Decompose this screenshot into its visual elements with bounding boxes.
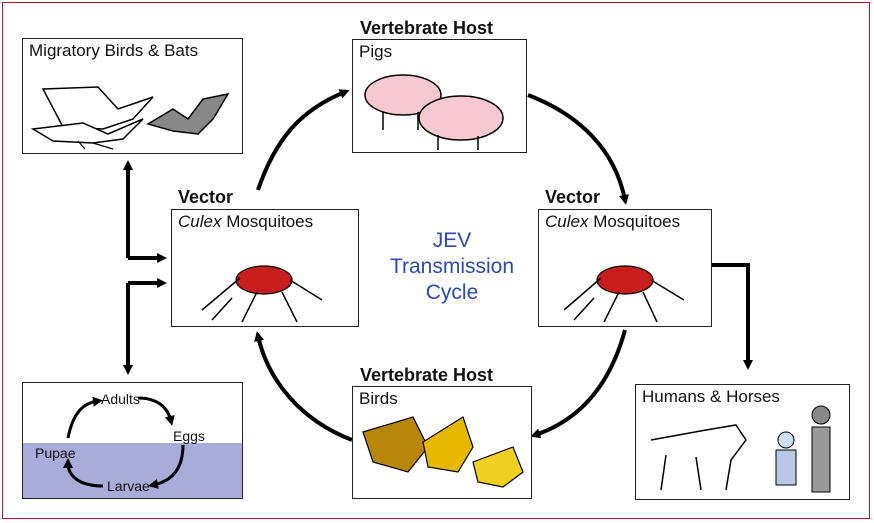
arrow-pigs-to-vector xyxy=(528,95,625,200)
vector-left-heading: Vector xyxy=(178,187,233,208)
vertebrate-host-top-heading: Vertebrate Host xyxy=(360,18,493,39)
humans-label: Humans & Horses xyxy=(642,387,780,407)
arrow-vector-to-birds xyxy=(535,330,625,435)
arrow-vector-to-pigs xyxy=(258,92,345,190)
birds-label: Birds xyxy=(359,389,398,409)
lc-adults: Adults xyxy=(101,391,140,407)
birds-box: Birds xyxy=(352,386,532,499)
pigs-box: Pigs xyxy=(352,39,527,153)
lc-larvae: Larvae xyxy=(107,478,150,494)
arrow-vector-to-humans xyxy=(712,265,748,365)
lc-pupae: Pupae xyxy=(35,445,75,461)
arrow-birds-to-vector xyxy=(258,336,352,440)
vertebrate-host-bottom-heading: Vertebrate Host xyxy=(360,365,493,386)
vector-left-label: Culex Mosquitoes xyxy=(178,212,313,232)
vector-left-box: Culex Mosquitoes xyxy=(171,209,359,327)
humans-box: Humans & Horses xyxy=(635,384,850,500)
center-line-2: Transmission xyxy=(372,254,532,280)
lifecycle-box: Adults Eggs Larvae Pupae xyxy=(22,382,243,499)
vector-right-label: Culex Mosquitoes xyxy=(545,212,680,232)
pigs-label: Pigs xyxy=(359,42,392,62)
vector-right-box: Culex Mosquitoes xyxy=(538,209,712,327)
vector-right-heading: Vector xyxy=(545,187,600,208)
lc-eggs: Eggs xyxy=(173,428,205,444)
center-line-1: JEV xyxy=(372,228,532,254)
migratory-label: Migratory Birds & Bats xyxy=(29,41,198,61)
migratory-box: Migratory Birds & Bats xyxy=(22,38,243,154)
center-title: JEV Transmission Cycle xyxy=(372,228,532,306)
center-line-3: Cycle xyxy=(372,280,532,306)
